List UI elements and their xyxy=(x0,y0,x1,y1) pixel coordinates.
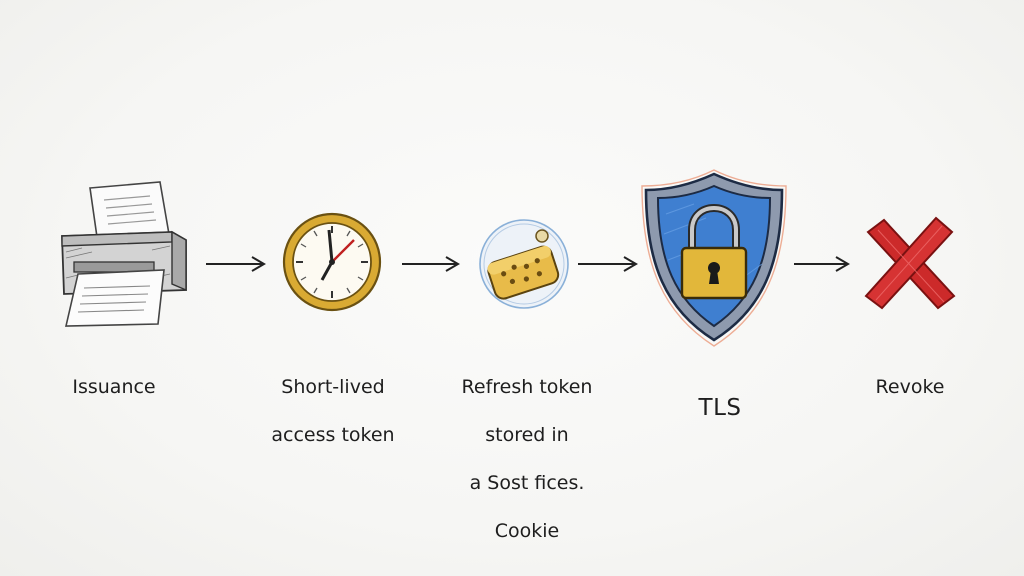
red-x-icon xyxy=(858,212,962,316)
step-label-refresh: Refresh token stored in a Sost fices. Co… xyxy=(461,376,593,542)
shield-lock-icon xyxy=(634,164,794,354)
flow-arrow-2 xyxy=(400,254,464,274)
step-label-issuance: Issuance xyxy=(72,376,156,398)
printer-icon xyxy=(52,178,192,328)
step-label-revoke: Revoke xyxy=(875,376,945,398)
flow-arrow-4 xyxy=(792,254,852,274)
step-label-tls: TLS xyxy=(698,395,742,421)
step-label-short-lived: Short-lived access token xyxy=(271,376,395,446)
cookie-icon xyxy=(476,216,572,312)
clock-icon xyxy=(280,210,384,314)
flow-arrow-3 xyxy=(576,254,640,274)
flow-arrow-1 xyxy=(204,254,268,274)
